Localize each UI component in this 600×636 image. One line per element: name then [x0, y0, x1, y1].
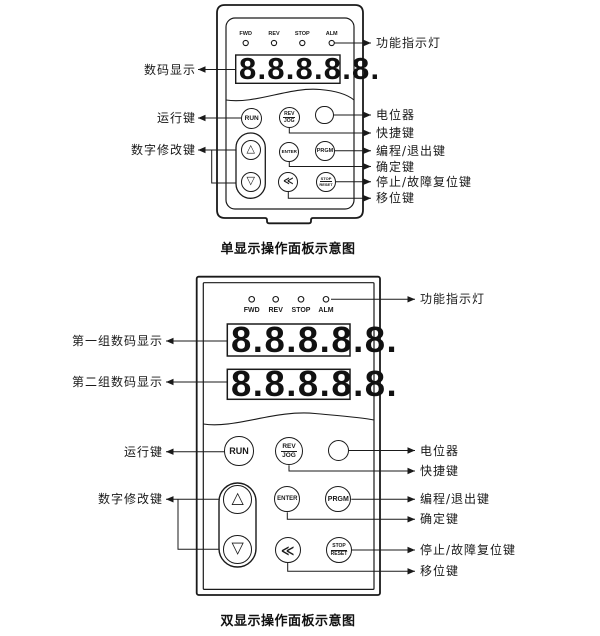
potentiometer-knob[interactable] — [315, 105, 334, 125]
stop-reset-button[interactable]: STOP RESET — [316, 171, 336, 192]
dual-digital-display-1: 8.8.8.8.8. — [231, 319, 399, 360]
callout-digital-display: 数码显示 — [143, 62, 196, 77]
callout-shortcut-key: 快捷键 — [376, 126, 416, 140]
callout-program-exit-key: 编程/退出键 — [376, 143, 447, 158]
rev-jog-bottom-label: JOG — [282, 451, 296, 459]
up-arrow-button[interactable]: △ — [223, 485, 252, 514]
single-panel-outline — [216, 4, 364, 225]
dual-updown-pill — [218, 482, 257, 568]
prgm-button[interactable]: PRGM — [325, 486, 352, 513]
single-panel-face — [225, 17, 355, 210]
callout-potentiometer: 电位器 — [420, 443, 460, 458]
led-fwd-indicator — [248, 295, 256, 303]
down-triangle-icon: ▽ — [231, 540, 244, 558]
stop-label: STOP — [331, 543, 347, 551]
leader-single-shift — [287, 191, 371, 202]
potentiometer-knob[interactable] — [327, 439, 349, 462]
stop-label: STOP — [319, 176, 333, 183]
led-stop-label: STOP — [291, 307, 311, 314]
reset-label: RESET — [330, 550, 348, 557]
rev-jog-top-label: REV — [283, 110, 296, 118]
dual-wave-line — [203, 412, 375, 426]
leader-dual-shift — [287, 563, 415, 575]
shift-chevrons-icon: ≪ — [280, 542, 295, 558]
rev-jog-button[interactable]: REV JOG — [278, 106, 300, 128]
callout-run-key: 运行键 — [156, 111, 196, 125]
enter-button[interactable]: ENTER — [279, 141, 300, 162]
led-fwd-label: FWD — [239, 31, 252, 37]
dual-display-box-2 — [226, 368, 351, 401]
led-stop-indicator — [297, 295, 305, 303]
led-alm-label: ALM — [325, 31, 338, 37]
up-arrow-button[interactable]: △ — [240, 139, 261, 161]
callout-shift-key: 移位键 — [420, 564, 460, 579]
shift-button[interactable]: ≪ — [278, 171, 299, 192]
dual-panel-outline — [195, 275, 381, 596]
shift-button[interactable]: ≪ — [274, 537, 301, 563]
led-fwd-label: FWD — [243, 307, 260, 314]
callout-program-exit-key: 编程/退出键 — [420, 492, 491, 507]
led-alm-indicator — [322, 295, 330, 303]
led-rev-indicator — [272, 295, 280, 303]
callout-stop-reset-key: 停止/故障复位键 — [376, 174, 473, 189]
shift-chevrons-icon: ≪ — [283, 175, 294, 187]
callout-display-group-2: 第二组数码显示 — [71, 375, 163, 389]
stop-reset-button[interactable]: STOP RESET — [326, 537, 352, 563]
leader-dual-revjog — [288, 465, 415, 475]
up-triangle-icon: △ — [231, 490, 244, 508]
down-arrow-button[interactable]: ▽ — [223, 535, 252, 564]
callout-potentiometer: 电位器 — [376, 108, 416, 122]
run-button[interactable]: RUN — [241, 107, 263, 129]
dual-display-box-1 — [226, 323, 351, 357]
leader-single-revjog — [288, 127, 371, 137]
callout-shortcut-key: 快捷键 — [420, 464, 460, 478]
led-alm-label: ALM — [318, 307, 334, 314]
down-triangle-icon: ▽ — [246, 175, 255, 188]
callout-confirm-key: 确定键 — [420, 512, 460, 527]
led-alm-indicator — [328, 39, 335, 47]
reset-label: RESET — [319, 182, 333, 188]
led-stop-label: STOP — [294, 31, 310, 37]
callout-confirm-key: 确定键 — [376, 159, 416, 174]
dual-panel-caption: 双显示操作面板示意图 — [220, 614, 356, 629]
up-triangle-icon: △ — [246, 143, 255, 156]
leader-single-updown-bracket — [211, 150, 236, 184]
led-rev-label: REV — [268, 31, 280, 37]
callout-function-leds: 功能指示灯 — [376, 36, 442, 50]
callout-run-key: 运行键 — [123, 444, 163, 459]
callout-stop-reset-key: 停止/故障复位键 — [420, 543, 517, 557]
callout-function-leds: 功能指示灯 — [420, 292, 486, 307]
leader-single-enter — [288, 161, 371, 170]
prgm-button[interactable]: PRGM — [315, 140, 335, 161]
led-rev-label: REV — [268, 307, 283, 314]
led-rev-indicator — [270, 39, 278, 47]
callout-digit-modify-keys: 数字修改键 — [97, 492, 163, 507]
single-digital-display: 8.8.8.8.8. — [239, 51, 381, 87]
rev-jog-button[interactable]: REV JOG — [275, 437, 303, 465]
down-arrow-button[interactable]: ▽ — [240, 171, 261, 192]
rev-jog-top-label: REV — [281, 442, 297, 452]
dual-panel-face — [202, 282, 375, 591]
rev-jog-bottom-label: JOG — [284, 117, 295, 124]
leader-dual-updown-bracket — [177, 499, 219, 550]
single-updown-pill — [235, 132, 266, 199]
callout-shift-key: 移位键 — [376, 191, 416, 206]
led-fwd-indicator — [242, 39, 249, 47]
led-stop-indicator — [299, 39, 306, 47]
single-panel-caption: 单显示操作面板示意图 — [220, 242, 356, 257]
callout-display-group-1: 第一组数码显示 — [71, 334, 163, 348]
enter-button[interactable]: ENTER — [274, 486, 301, 513]
callout-digit-modify-keys: 数字修改键 — [130, 143, 196, 157]
run-button[interactable]: RUN — [224, 436, 254, 466]
dual-digital-display-2: 8.8.8.8.8. — [231, 362, 399, 404]
leader-dual-enter — [286, 512, 415, 523]
single-wave-line — [225, 88, 355, 102]
